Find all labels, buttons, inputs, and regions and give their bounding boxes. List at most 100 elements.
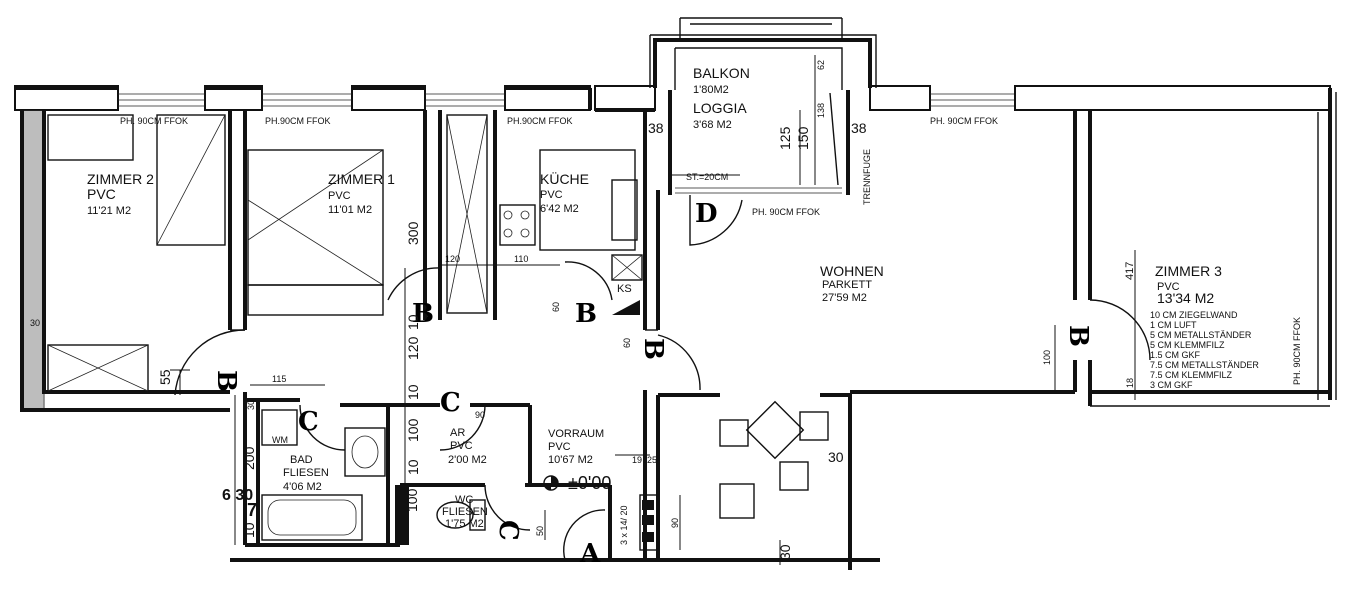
room-floor-zimmer3: PVC <box>1157 281 1180 293</box>
window-label: PH.90CM FFOK <box>507 116 573 126</box>
room-name-wohnen: WOHNEN <box>820 263 884 279</box>
dimension-value: 10 <box>405 384 421 400</box>
dimension-value: 100 <box>405 418 421 442</box>
dimension-value: 50 <box>535 526 545 536</box>
dimension-value: 55 <box>157 369 173 385</box>
wall-spec-item: 10 CM ZIEGELWAND <box>1150 310 1238 320</box>
marker-a: A <box>579 539 601 569</box>
marker-c: C <box>440 388 461 418</box>
room-area-wc: 1'75 M2 <box>445 518 484 530</box>
window-labels: PH. 90CM FFOK PH.90CM FFOK PH.90CM FFOK … <box>120 116 1302 385</box>
dimension-value: 7 <box>247 500 257 520</box>
room-area-vorraum: 10'67 M2 <box>548 454 593 466</box>
trennfuge-label: TRENNFUGE <box>862 149 872 205</box>
room-area-zimmer2: 11'21 M2 <box>87 205 131 217</box>
outer-walls <box>14 17 1337 412</box>
room-floor-kueche: PVC <box>540 189 563 201</box>
marker-b: B <box>1063 325 1093 347</box>
room-name-kueche: KÜCHE <box>540 170 589 187</box>
room-floor-ar: PVC <box>450 440 473 452</box>
room-floor-bad: FLIESEN <box>283 467 329 479</box>
room-area-zimmer1: 11'01 M2 <box>328 204 372 216</box>
room-name-zimmer1: ZIMMER 1 <box>328 171 395 187</box>
wall-spec-item: 7.5 CM KLEMMFILZ <box>1150 370 1233 380</box>
room-area-ar: 2'00 M2 <box>448 454 487 466</box>
room-floor-wohnen: PARKETT <box>822 279 872 291</box>
dimension-value: 110 <box>514 254 528 264</box>
dimension-value: 25 <box>647 455 657 465</box>
window-label: PH. 90CM FFOK <box>752 207 820 217</box>
room-floor-vorraum: PVC <box>548 441 571 453</box>
room-area-kueche: 6'42 M2 <box>540 203 579 215</box>
wall-spec-item: 3 CM GKF <box>1150 380 1193 390</box>
dimension-value: 10 <box>405 314 421 330</box>
dimension-value: 120 <box>445 254 460 264</box>
room-floor-wc: FLIESEN <box>442 506 488 518</box>
furniture <box>47 92 839 551</box>
dimension-value: 125 <box>777 126 793 150</box>
dimension-value: 100 <box>404 488 420 512</box>
marker-d: D <box>695 199 718 229</box>
dimension-value: 30 <box>30 318 40 328</box>
room-name-loggia: LOGGIA <box>693 100 747 116</box>
room-name-wc: WC <box>455 494 473 506</box>
window-label: PH. 90CM FFOK <box>1292 317 1302 385</box>
dimension-value: 38 <box>851 120 867 136</box>
room-area-balkon: 1'80M2 <box>693 84 729 96</box>
dimension-value: 30 <box>828 449 844 465</box>
dimension-value: 200 <box>241 446 257 470</box>
room-name-bad: BAD <box>290 454 313 466</box>
fixture-ks: KS <box>617 283 632 295</box>
room-labels: ZIMMER 2 PVC 11'21 M2 ZIMMER 1 PVC 11'01… <box>87 65 1222 530</box>
dimension-value: 417 <box>1124 262 1136 280</box>
dimension-value: 60 <box>551 302 561 312</box>
dimension-value: 10 <box>241 522 257 538</box>
window-label: PH. 90CM FFOK <box>930 116 998 126</box>
wall-spec-item: 7.5 CM METALLSTÄNDER <box>1150 360 1259 370</box>
marker-b: B <box>638 338 668 360</box>
dimension-value: 300 <box>405 221 421 245</box>
dimension-value: 138 <box>816 103 826 118</box>
room-floor-zimmer2: PVC <box>87 186 116 202</box>
dimension-value: 60 <box>622 338 632 348</box>
room-area-wohnen: 27'59 M2 <box>822 292 867 304</box>
elevation-label: ±0'00 <box>568 473 611 493</box>
dimension-value: 30 <box>777 544 793 560</box>
misc-labels: ±0'00 ST.=20CM TRENNFUGE KS WM 3 x 14/ 2… <box>272 149 872 545</box>
dimension-lines <box>170 55 1136 565</box>
dimension-value: 100 <box>1042 350 1052 365</box>
marker-c: C <box>493 520 523 541</box>
marker-b: B <box>211 370 241 392</box>
fixture-wm: WM <box>272 435 288 445</box>
dimension-value: 150 <box>795 126 811 150</box>
wall-spec-item: 1 CM LUFT <box>1150 320 1197 330</box>
dimension-value: 19 <box>632 455 642 465</box>
dimension-value: 90 <box>670 518 680 528</box>
dimension-value: 115 <box>272 374 286 384</box>
dimension-value: 62 <box>816 60 826 70</box>
stairs-label: 3 x 14/ 20 <box>619 505 629 545</box>
room-area-zimmer3: 13'34 M2 <box>1157 290 1214 306</box>
room-name-zimmer2: ZIMMER 2 <box>87 171 154 187</box>
dimension-value: 120 <box>405 336 421 360</box>
wall-spec-item: 5 CM METALLSTÄNDER <box>1150 330 1252 340</box>
marker-c: C <box>298 407 319 437</box>
dimension-texts: 30 55 115 300 120 110 120 10 10 100 10 2… <box>30 60 1136 560</box>
wall-spec-list: 10 CM ZIEGELWAND 1 CM LUFT 5 CM METALLST… <box>1150 310 1259 390</box>
room-floor-zimmer1: PVC <box>328 190 351 202</box>
wall-spec-item: 1.5 CM GKF <box>1150 350 1201 360</box>
room-name-ar: AR <box>450 427 465 439</box>
dimension-value: 10 <box>405 459 421 475</box>
dimension-value: 30 <box>246 400 256 410</box>
room-name-balkon: BALKON <box>693 65 750 81</box>
room-name-vorraum: VORRAUM <box>548 428 604 440</box>
window-label: PH.90CM FFOK <box>265 116 331 126</box>
markers: B B B B B D C C C A <box>211 199 1093 569</box>
door-swings <box>174 195 1151 561</box>
marker-b: B <box>575 299 597 329</box>
dimension-value: 38 <box>648 120 664 136</box>
st-label: ST.=20CM <box>686 172 728 182</box>
dimension-value: 90 <box>475 410 485 420</box>
room-area-loggia: 3'68 M2 <box>693 119 732 131</box>
